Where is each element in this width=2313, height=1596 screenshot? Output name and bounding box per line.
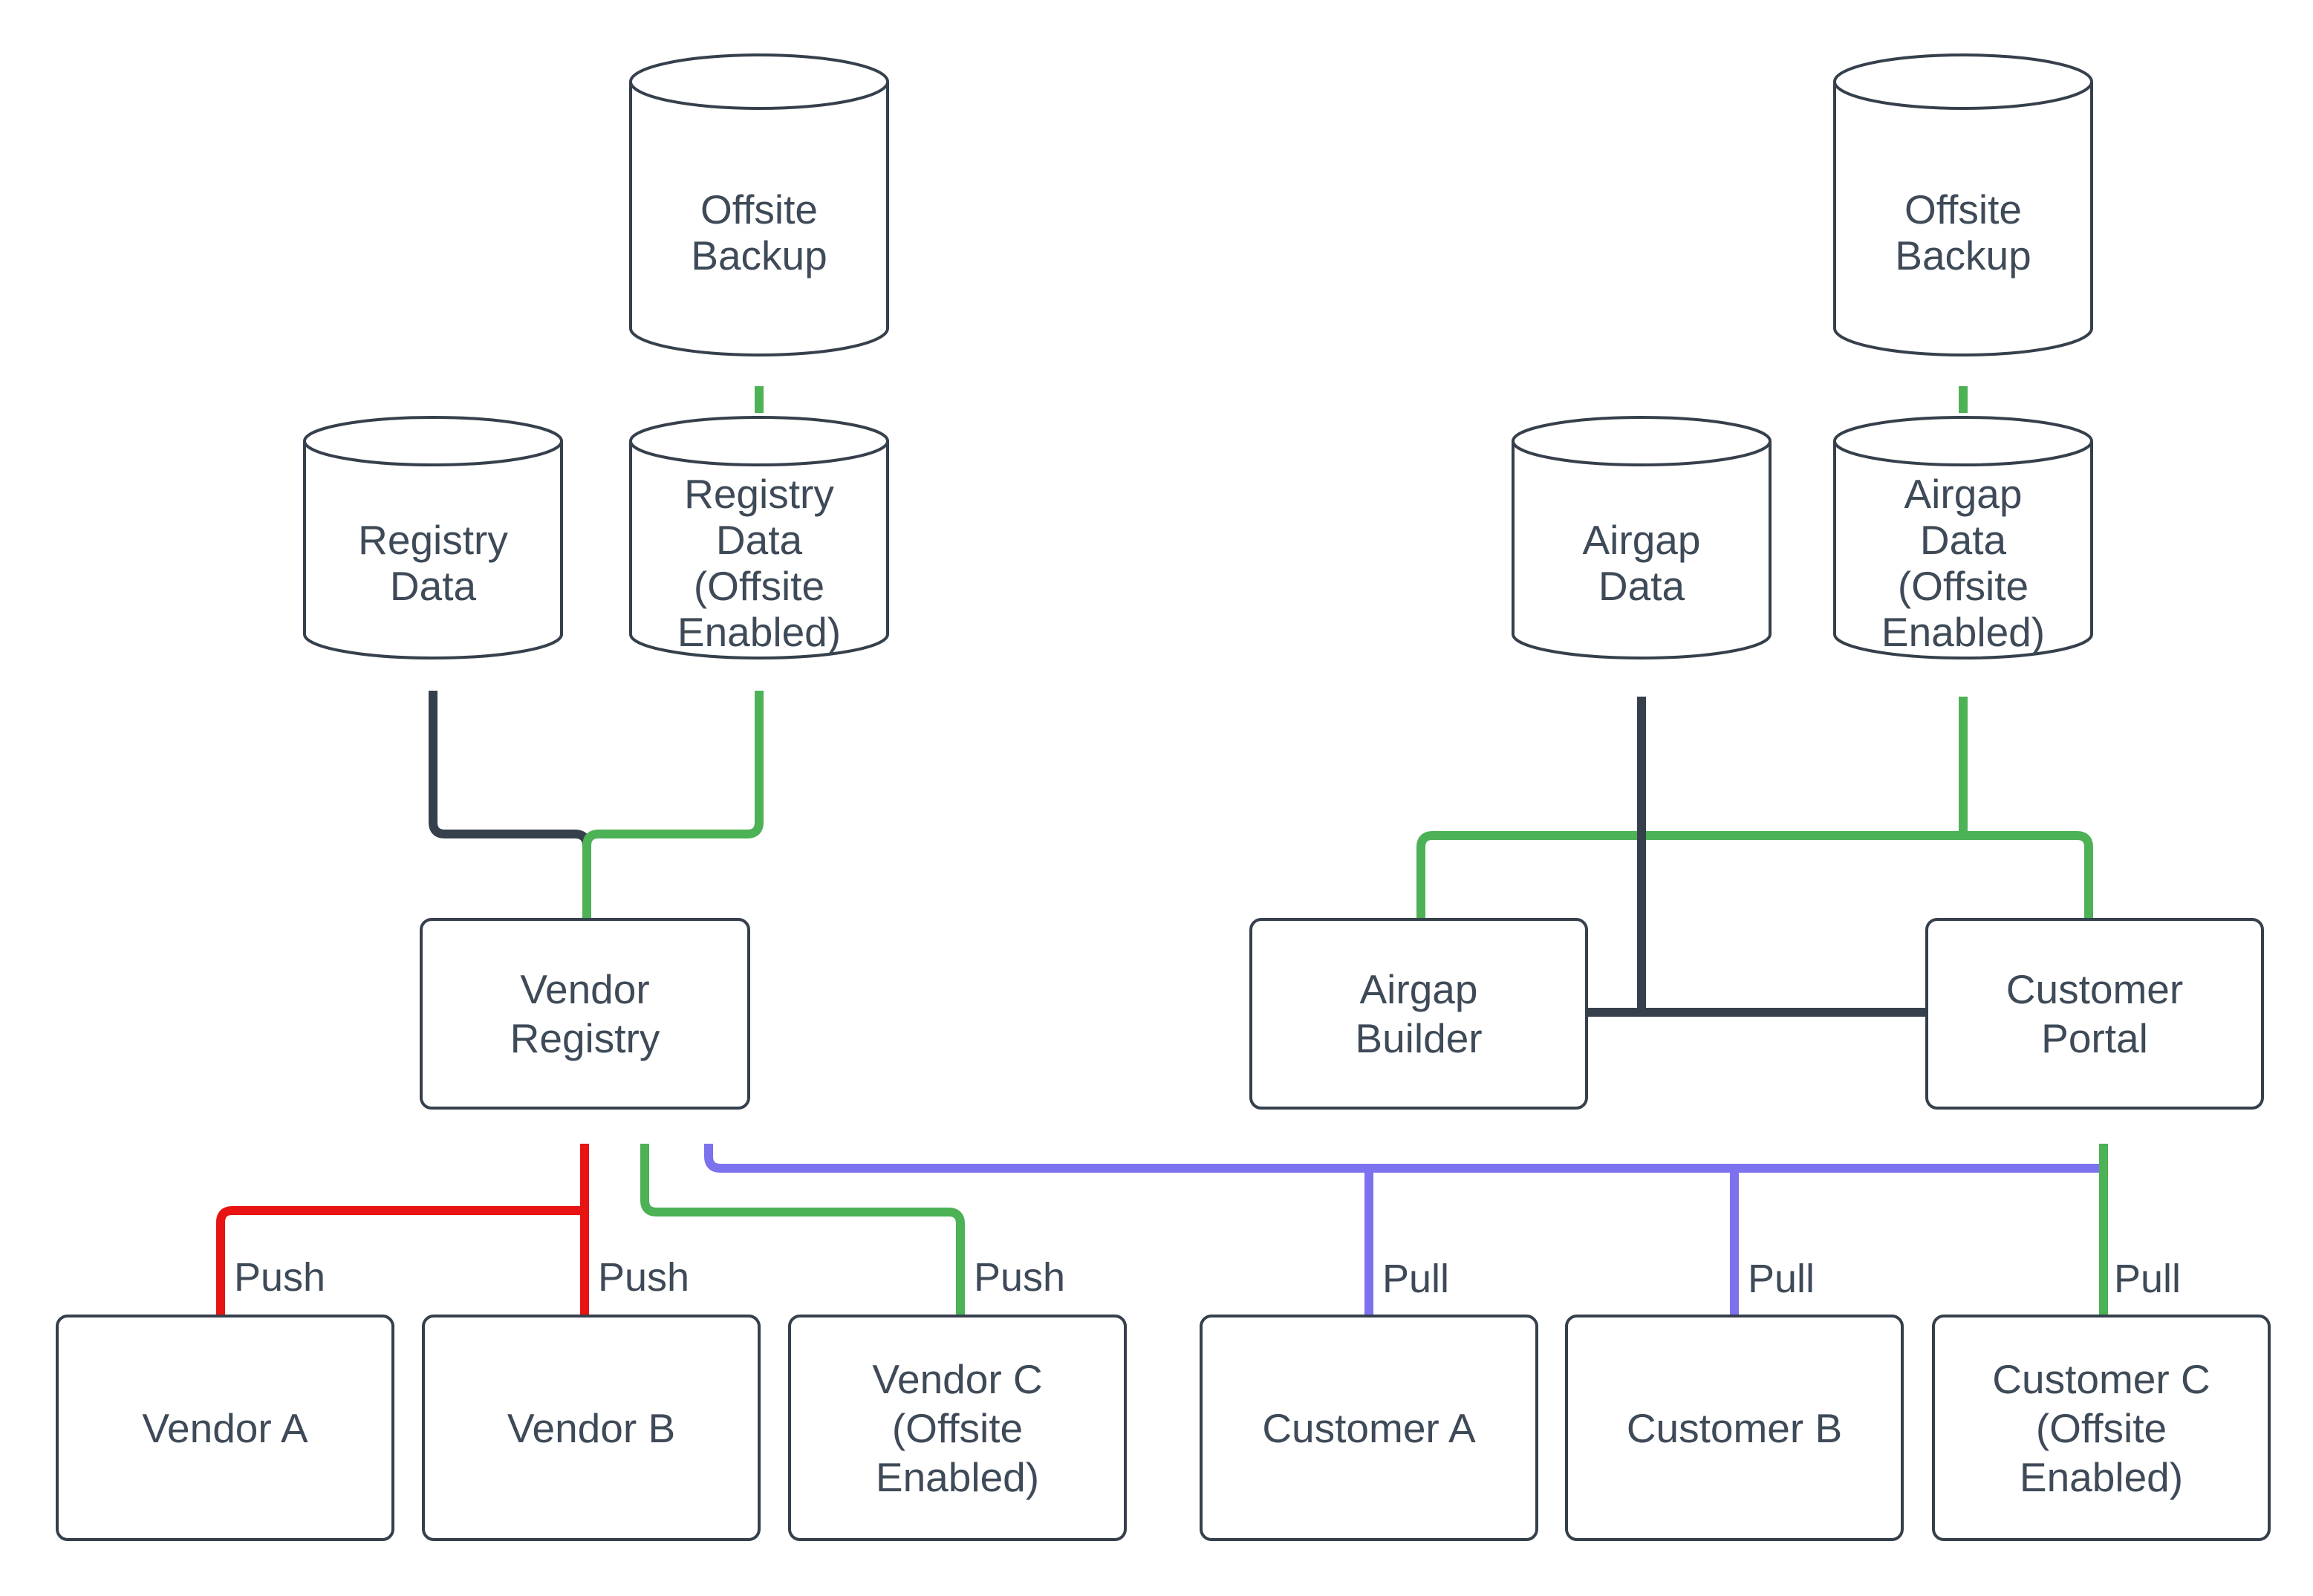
node-label: Customer C (Offsite Enabled) — [1992, 1355, 2210, 1500]
arrowhead-airgap-data-offsite — [1951, 662, 1975, 697]
cylinder-shape — [1833, 416, 2093, 659]
node-customer-b: Customer B — [1565, 1315, 1904, 1541]
edge-label-pull-customer-c: Pull — [2114, 1257, 2182, 1301]
edge-label-push-vendor-a: Push — [234, 1255, 326, 1300]
edge-vendor-registry-to-registry-data — [429, 691, 591, 918]
node-label: Vendor C (Offsite Enabled) — [872, 1355, 1043, 1500]
node-registry-data-offsite: Registry Data (Offsite Enabled) — [629, 414, 889, 661]
edge-vendor-a-push — [216, 1206, 585, 1315]
node-airgap-data-offsite: Airgap Data (Offsite Enabled) — [1833, 414, 2093, 661]
node-label: Offsite Backup — [691, 186, 827, 279]
arrowhead-customer-portal-green — [2092, 1110, 2115, 1145]
node-registry-data: Registry Data — [303, 414, 563, 661]
edge-label-push-vendor-b: Push — [598, 1255, 690, 1300]
node-label: Registry Data (Offsite Enabled) — [677, 471, 842, 655]
node-customer-portal: Customer Portal — [1925, 918, 2264, 1110]
node-label: Airgap Data — [1582, 517, 1701, 609]
node-vendor-a: Vendor A — [56, 1315, 394, 1541]
cylinder-shape — [629, 416, 889, 659]
node-label: Offsite Backup — [1895, 186, 2031, 279]
cylinder-shape — [1833, 53, 2093, 356]
node-label: Vendor B — [507, 1404, 676, 1451]
node-label: Airgap Builder — [1355, 966, 1483, 1061]
edge-label-pull-customer-a: Pull — [1382, 1257, 1450, 1301]
node-label: Customer Portal — [2005, 966, 2184, 1061]
edge-pull-rail — [704, 1144, 2099, 1173]
edge-green-rail-right — [1416, 831, 2093, 918]
edge-vendor-registry-to-registry-data-offsite — [582, 691, 764, 918]
node-vendor-b: Vendor B — [422, 1315, 761, 1541]
arrowhead-offsite-backup-left — [747, 355, 771, 389]
arrowhead-vendor-registry-red — [573, 1110, 596, 1145]
cylinder-shape — [629, 53, 889, 356]
node-label: Airgap Data (Offsite Enabled) — [1881, 471, 2046, 655]
node-offsite-backup-right: Offsite Backup — [1833, 52, 2093, 356]
arrowhead-airgap-data — [144, 662, 1653, 697]
node-label: Vendor Registry — [510, 966, 660, 1061]
node-vendor-registry: Vendor Registry — [420, 918, 750, 1110]
node-customer-a: Customer A — [1200, 1315, 1538, 1541]
edge-label-pull-customer-b: Pull — [1748, 1257, 1815, 1301]
node-label: Customer B — [1626, 1404, 1843, 1451]
node-customer-c: Customer C (Offsite Enabled) — [1932, 1315, 2271, 1541]
cylinder-shape — [1512, 416, 1772, 659]
cylinder-shape — [303, 416, 563, 659]
arrowhead-offsite-backup-right — [1951, 355, 1975, 389]
node-label: Customer A — [1262, 1404, 1476, 1451]
arrowhead-vendor-registry-blue — [697, 1110, 720, 1145]
node-label: Registry Data — [358, 517, 508, 609]
node-airgap-builder: Airgap Builder — [1249, 918, 1588, 1110]
arrowhead-vendor-registry-green — [633, 1110, 657, 1145]
node-airgap-data: Airgap Data — [1512, 414, 1772, 661]
edge-vendor-c-push — [640, 1144, 965, 1315]
node-vendor-c: Vendor C (Offsite Enabled) — [788, 1315, 1127, 1541]
node-label: Vendor A — [142, 1404, 308, 1451]
node-offsite-backup-left: Offsite Backup — [629, 52, 889, 356]
edge-label-push-vendor-c: Push — [974, 1255, 1066, 1300]
